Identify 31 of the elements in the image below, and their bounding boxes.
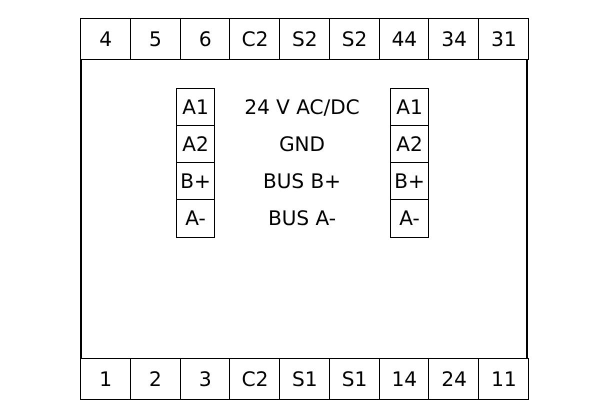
terminal-label: S1 [279,358,330,400]
terminal-label: C2 [229,18,281,60]
terminal-label: C2 [229,358,281,400]
terminal-label: B+ [176,162,215,200]
terminal-label: 1 [80,358,132,400]
terminal-label: 31 [478,18,530,60]
terminal-label: 6 [180,18,231,60]
terminal-label: S1 [328,358,380,400]
terminal-label: 11 [478,358,530,400]
terminal-label: A2 [176,125,215,164]
terminal-label: S2 [328,18,380,60]
terminal-label: A1 [176,88,215,126]
terminal-label: A1 [390,88,429,126]
terminal-label: 14 [378,358,430,400]
terminal-description: BUS B+ [262,168,342,194]
terminal-label: 3 [180,358,231,400]
terminal-label: B+ [390,162,429,200]
terminal-description: 24 V AC/DC [243,94,361,120]
terminal-label: 5 [130,18,182,60]
terminal-label: 34 [428,18,480,60]
terminal-label: A- [390,199,429,238]
terminal-label: 4 [80,18,132,60]
terminal-label: A2 [390,125,429,164]
terminal-label: S2 [279,18,330,60]
terminal-label: A- [176,199,215,238]
terminal-label: 24 [428,358,480,400]
module-housing [80,18,528,398]
terminal-label: 2 [130,358,182,400]
terminal-label: 44 [378,18,430,60]
terminal-description: GND [278,130,326,158]
terminal-description: BUS A- [267,204,337,232]
